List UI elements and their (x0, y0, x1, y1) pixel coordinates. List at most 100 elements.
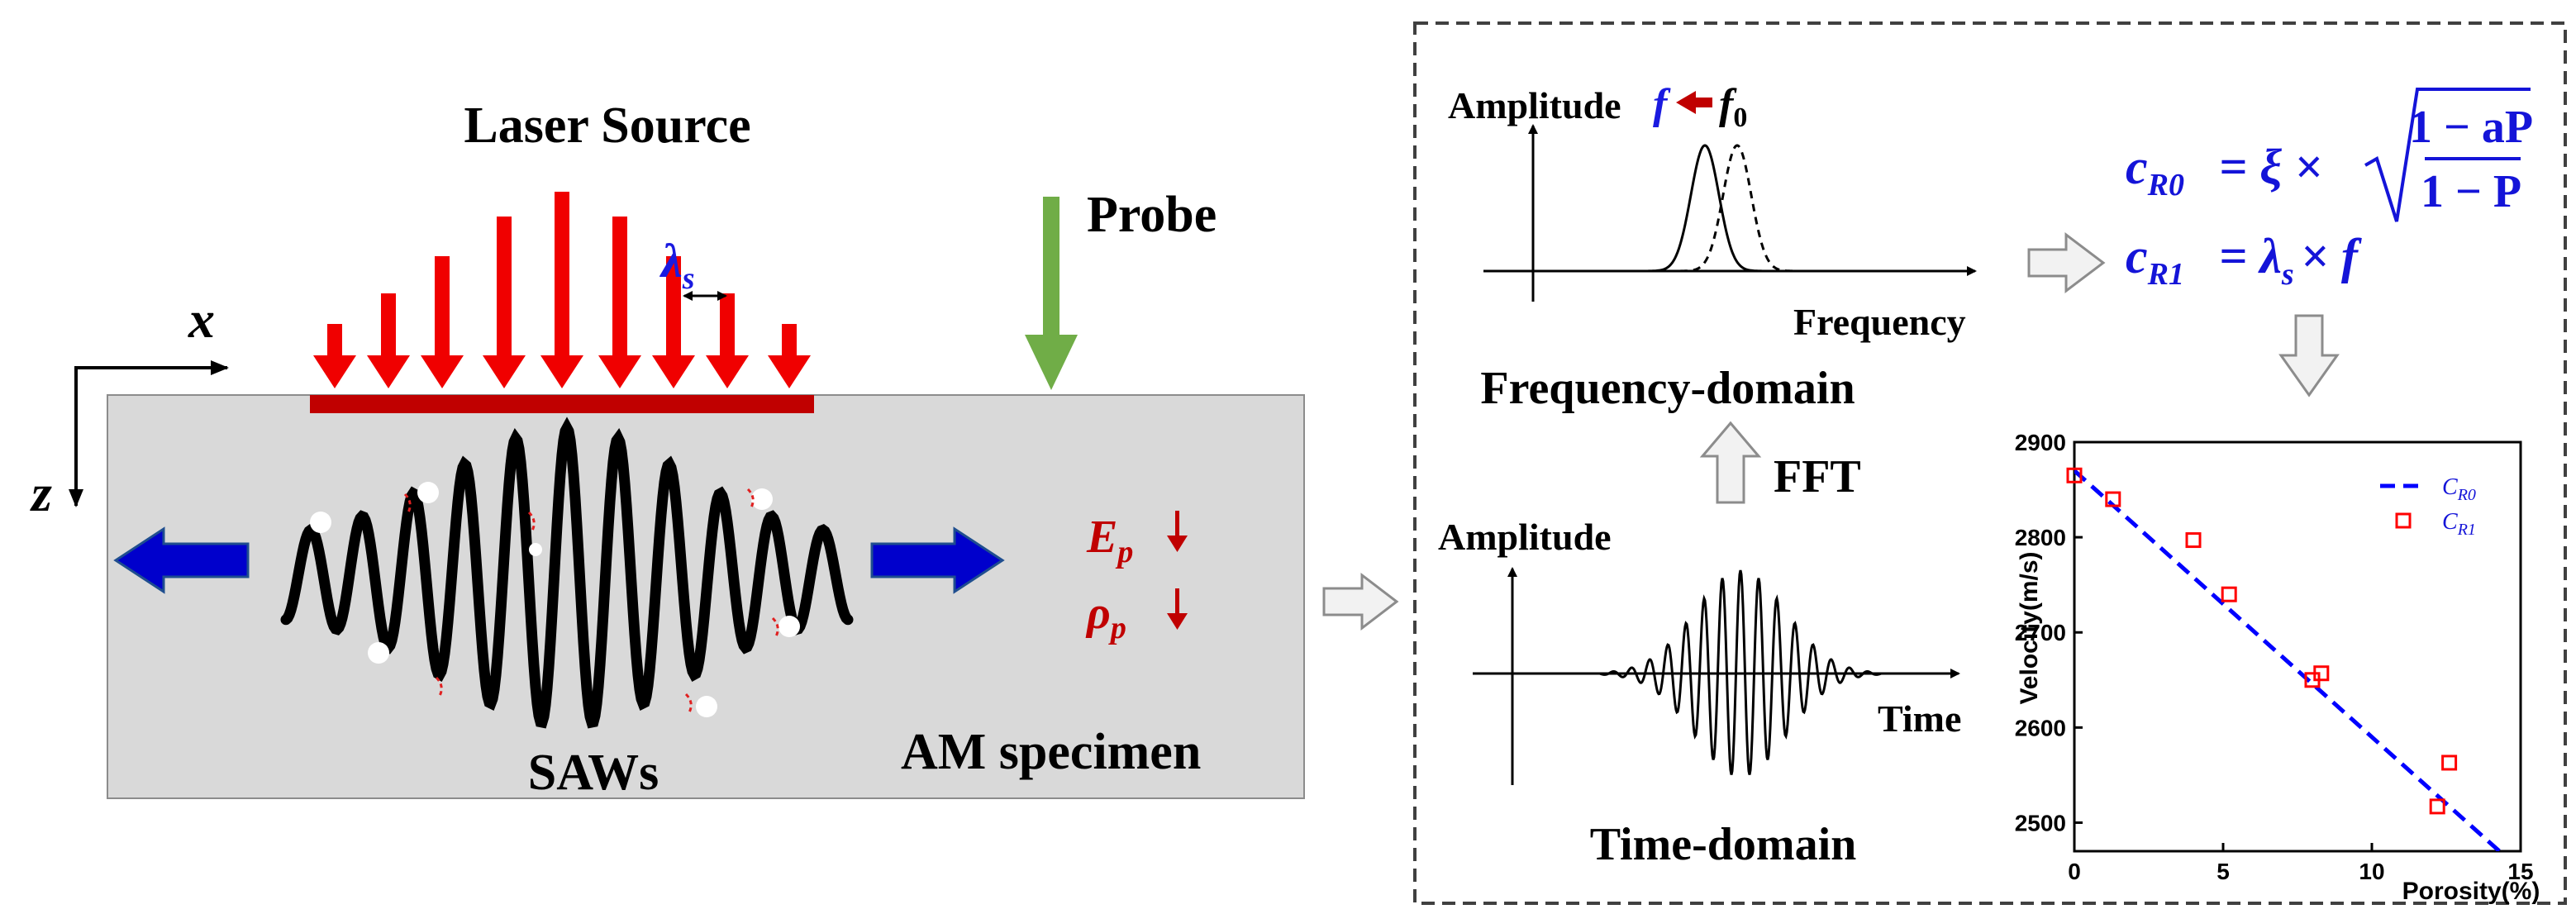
cr0-denominator: 1 − P (2421, 166, 2521, 217)
ep-label: Ep (1086, 512, 1133, 569)
chart-y-axis-label: Velocity(m/s) (2016, 551, 2043, 704)
plot-area (2073, 440, 2522, 853)
saw-wave-packet (280, 417, 854, 729)
cr0-rhs-prefix: = ξ × (2219, 140, 2322, 194)
cr1-rhs: = λs× f (2219, 229, 2362, 292)
laser-arrow-shaft (435, 256, 450, 357)
fft-label: FFT (1774, 451, 1861, 502)
ep-decrease-arrow (1167, 511, 1188, 552)
pore (417, 482, 439, 503)
analysis-box (1413, 21, 2567, 905)
time-domain-label: Time-domain (1590, 819, 1857, 870)
y-tick-label: 2500 (2015, 810, 2066, 835)
laser-arrow-head (540, 355, 583, 388)
frequency-domain-label: Frequency-domain (1480, 363, 1855, 414)
laser-arrow-shaft (612, 217, 627, 357)
frequency-shift-arrow (1676, 91, 1712, 114)
laser-arrow-head (421, 355, 464, 388)
y-tick-label: 2800 (2015, 525, 2066, 550)
peak-f0-curve (1667, 144, 1807, 273)
rho-label: ρp (1085, 588, 1126, 645)
cr0-lhs: cR0 (2126, 140, 2184, 202)
cr1-data-point (2185, 532, 2202, 549)
rho-decrease-arrow (1167, 588, 1188, 630)
laser-arrow-shaft (555, 192, 569, 357)
formula-arrow (2027, 231, 2106, 294)
probe-arrow (1025, 197, 1078, 390)
peak-f-curve (1635, 144, 1775, 273)
laser-bar (310, 395, 814, 413)
pore (368, 642, 389, 664)
frequency-domain-plot (1483, 124, 1977, 302)
chart-x-axis-label: Porosity(%) (2402, 878, 2540, 905)
x-tick-label: 15 (2507, 859, 2533, 884)
time-domain-plot (1473, 567, 1960, 785)
laser-arrow-head (598, 355, 641, 388)
laser-arrow-head (483, 355, 526, 388)
pore (779, 616, 800, 637)
laser-arrow-head (768, 355, 811, 388)
laser-arrow-head (313, 355, 356, 388)
laser-arrow-shaft (782, 324, 797, 357)
f-label: f (1653, 81, 1671, 128)
laser-arrow-head (652, 355, 695, 388)
time-axis-label: Time (1878, 697, 1961, 740)
xz-axes (69, 360, 229, 507)
y-tick-label: 2900 (2015, 430, 2066, 455)
panel-transition-arrow (1322, 572, 1399, 631)
left-propagation-arrow (113, 526, 250, 594)
cr1-data-point (2313, 665, 2330, 682)
laser-arrow-shaft (381, 293, 396, 357)
cr1-data-point (2441, 755, 2458, 771)
cr1-data-point (2429, 798, 2445, 815)
formula-cr0: cR0 = ξ × 1 − aP 1 − P (2126, 88, 2533, 222)
probe-label: Probe (1087, 187, 1217, 243)
cr1-data-point (2105, 491, 2121, 507)
legend-label-cr1: CR1 (2442, 509, 2476, 539)
x-tick-label: 0 (2068, 859, 2081, 884)
sqrt-sign (2364, 88, 2531, 222)
laser-arrows (313, 192, 811, 388)
lambda-s-label: λs (659, 234, 695, 296)
pore-cracks (403, 488, 779, 713)
x-tick-label: 5 (2217, 859, 2230, 884)
fft-up-arrow (1699, 421, 1762, 504)
laser-arrow-shaft (497, 217, 512, 357)
laser-arrow-head (706, 355, 749, 388)
cr0-fit-line (2074, 469, 2503, 851)
formula-cr1: cR1 = λs× f (2126, 229, 2362, 292)
cr0-numerator: 1 − aP (2409, 102, 2533, 153)
laser-arrow-shaft (666, 256, 681, 357)
cr1-lhs: cR1 (2126, 229, 2184, 292)
y-tick-label: 2600 (2015, 715, 2066, 740)
y-tick-label: 2700 (2015, 620, 2066, 645)
laser-arrow-shaft (327, 324, 342, 357)
laser-arrow-head (367, 355, 410, 388)
am-specimen-label: AM specimen (901, 724, 1201, 780)
pores (310, 482, 800, 717)
time-amplitude-label: Amplitude (1438, 516, 1612, 558)
x-axis-label: x (188, 290, 215, 349)
x-tick-label: 10 (2359, 859, 2384, 884)
f0-label: f0 (1719, 81, 1747, 133)
pore (696, 696, 717, 717)
legend-marker-swatch (2395, 512, 2412, 529)
left-panel: Laser Source λs Probe x z (30, 98, 1305, 801)
pore (529, 543, 542, 556)
cr1-data-point (2066, 467, 2083, 483)
z-axis-label: z (30, 464, 52, 522)
freq-amplitude-label: Amplitude (1448, 84, 1621, 126)
saws-label: SAWs (528, 745, 659, 801)
time-signal-curve (1599, 569, 1882, 775)
right-propagation-arrow (870, 526, 1005, 594)
frequency-axis-label: Frequency (1793, 301, 1966, 343)
laser-arrow-shaft (720, 293, 735, 357)
laser-source-label: Laser Source (464, 98, 750, 154)
chart-down-arrow (2278, 314, 2340, 397)
pore (310, 512, 331, 533)
cr1-data-point (2221, 586, 2237, 602)
legend-label-cr0: CR0 (2442, 474, 2476, 504)
pore (751, 488, 773, 510)
